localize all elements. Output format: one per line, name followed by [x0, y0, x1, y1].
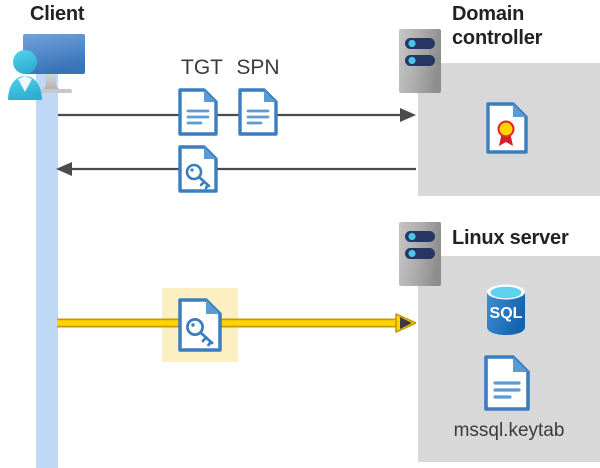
linux-server-title: Linux server: [452, 227, 569, 249]
key-document-icon: [178, 145, 218, 193]
key-document-icon: [178, 298, 222, 352]
keytab-filename-label: mssql.keytab: [453, 420, 565, 441]
server-icon: [398, 28, 442, 94]
spn-label: SPN: [236, 56, 280, 79]
domain-controller-title: Domain controller: [452, 2, 600, 50]
document-icon: [238, 88, 278, 136]
client-computer-icon: [4, 26, 96, 100]
client-title: Client: [30, 3, 85, 25]
sql-database-icon: SQL: [478, 282, 534, 338]
sql-label: SQL: [490, 305, 523, 322]
tgt-label: TGT: [181, 56, 223, 79]
keytab-document-icon: [484, 355, 530, 411]
message-service-ticket-arrow: [56, 312, 417, 334]
domain-controller-title-line2: controller: [452, 27, 543, 49]
certificate-document-icon: [486, 102, 528, 154]
message-request-arrow: [56, 105, 416, 125]
domain-controller-title-line1: Domain: [452, 3, 525, 25]
client-lifeline: [36, 74, 58, 468]
server-icon: [398, 221, 442, 287]
document-icon: [178, 88, 218, 136]
message-response-arrow: [56, 159, 416, 179]
